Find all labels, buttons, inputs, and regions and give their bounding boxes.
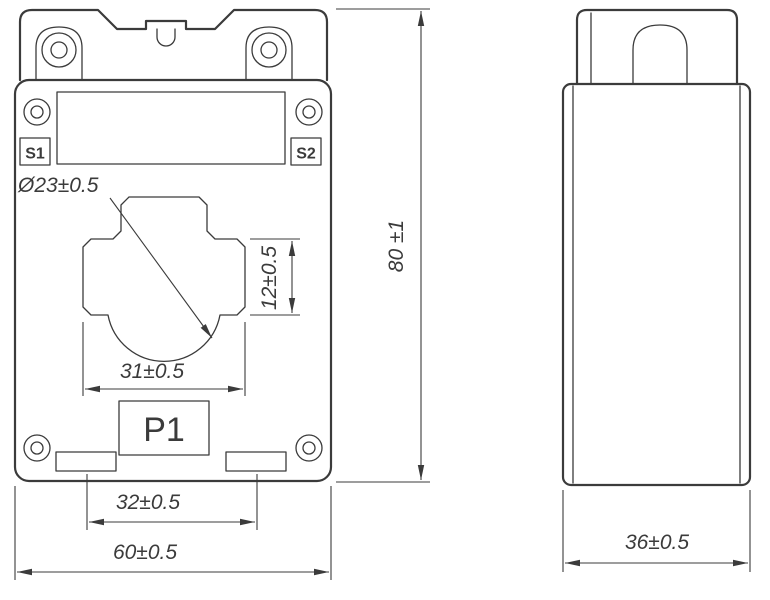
- terminal-strip: [56, 91, 286, 165]
- aperture-outline: [82, 196, 246, 363]
- dim-text-overall-depth: 36±0.5: [625, 531, 689, 554]
- foot-left: [55, 451, 117, 472]
- corner-screw-bottom-right: [295, 434, 323, 462]
- dim-text-aperture-width: 31±0.5: [120, 360, 184, 383]
- mount-hole-right-inner: [260, 41, 278, 59]
- dimension-overall-width: 60±0.5: [14, 486, 332, 580]
- terminal-label-s2: S2: [296, 146, 316, 163]
- mount-hole-right-outer: [251, 32, 287, 68]
- mount-tab-right: [245, 26, 293, 81]
- p1-label: P1: [143, 411, 185, 449]
- dimension-overall-height: 80 ±1: [336, 8, 430, 483]
- front-view-dimensions: Ø23±0.5 12±0.5 31±0.5 32±0.5: [14, 8, 430, 580]
- terminal-label-s1: S1: [25, 146, 45, 163]
- top-clip-outline: [18, 8, 329, 82]
- side-view-dimensions: 36±0.5: [562, 490, 751, 572]
- side-clip-arch: [632, 24, 688, 85]
- side-view: [561, 8, 752, 487]
- body-outline: [13, 78, 333, 483]
- dimension-slot-height: 12±0.5: [250, 238, 300, 316]
- corner-screw-top-left: [23, 98, 51, 126]
- leader-line-aperture-diameter: [109, 197, 213, 339]
- mount-hole-left-outer: [41, 32, 77, 68]
- mount-tab-left: [35, 26, 83, 81]
- foot-right: [225, 451, 287, 472]
- p1-label-box: [118, 400, 210, 456]
- terminal-label-s2-box: [290, 137, 322, 166]
- corner-screw-top-right: [295, 98, 323, 126]
- dim-text-aperture-diameter: Ø23±0.5: [17, 174, 99, 197]
- terminal-label-s1-box: [19, 137, 51, 166]
- side-body-outline: [561, 82, 752, 487]
- top-clip-center-notch: [156, 28, 176, 47]
- side-top-clip-outline: [575, 8, 739, 86]
- dim-text-overall-width: 60±0.5: [113, 541, 177, 564]
- dim-text-slot-height: 12±0.5: [258, 246, 281, 310]
- front-view: S1 S2 P1: [13, 8, 333, 483]
- dim-text-mounting-span: 32±0.5: [116, 491, 180, 514]
- corner-screw-bottom-left: [23, 434, 51, 462]
- mount-hole-left-inner: [50, 41, 68, 59]
- dimension-aperture-width: 31±0.5: [82, 322, 246, 396]
- dim-text-overall-height: 80 ±1: [385, 220, 408, 272]
- dimension-mounting-span: 32±0.5: [86, 474, 258, 530]
- dimension-overall-depth: 36±0.5: [562, 490, 751, 572]
- dimension-aperture-diameter: Ø23±0.5: [17, 174, 213, 339]
